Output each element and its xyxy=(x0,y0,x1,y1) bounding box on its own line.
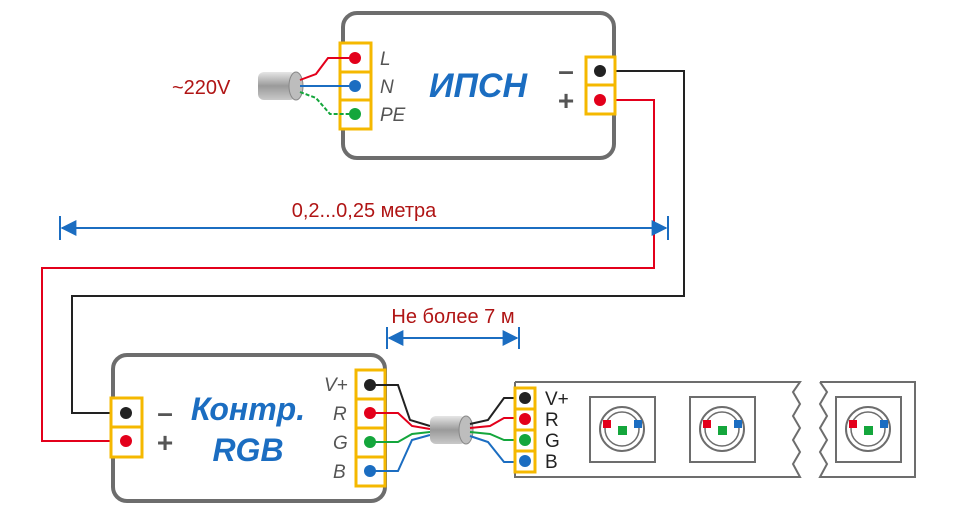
controller-minus-sign: – xyxy=(157,397,173,428)
psu-plus-sign: + xyxy=(558,85,574,116)
controller-output-label-r: R xyxy=(333,404,347,425)
led-chip-3 xyxy=(835,396,902,463)
controller-input-minus xyxy=(120,407,132,419)
psu-distance-label: 0,2...0,25 метра xyxy=(292,200,437,222)
controller-output-r xyxy=(364,407,376,419)
strip-input-label-vplus: V+ xyxy=(545,389,569,410)
wire-ctrl-vplus xyxy=(375,384,431,427)
controller-output-label-b: B xyxy=(333,462,346,483)
psu-input-label-PE: PE xyxy=(380,105,406,126)
wire-PE xyxy=(299,91,349,115)
strip-input-label-g: G xyxy=(545,431,560,452)
controller-output-g xyxy=(364,436,376,448)
strip-input-vplus xyxy=(519,392,531,404)
wire-ctrl-b xyxy=(375,434,431,472)
terminal-PE xyxy=(349,108,361,120)
led-chip-2 xyxy=(689,396,756,463)
strip-input-label-b: B xyxy=(545,452,558,473)
wire-ctrl-r xyxy=(375,412,431,430)
controller-output-label-g: G xyxy=(333,433,348,454)
psu-title: ИПСН xyxy=(429,67,528,105)
controller-output-label-vplus: V+ xyxy=(324,375,348,396)
strip-cable xyxy=(430,416,466,444)
psu-output-plus xyxy=(594,94,606,106)
strip-distance-label: Не более 7 м xyxy=(391,306,514,328)
strip-input-g xyxy=(519,434,531,446)
controller-input-plus xyxy=(120,435,132,447)
controller-plus-sign: + xyxy=(157,427,173,458)
mains-cable xyxy=(258,72,296,100)
terminal-L xyxy=(349,52,361,64)
wire-L xyxy=(299,57,349,81)
psu-output-minus xyxy=(594,65,606,77)
psu-input-label-L: L xyxy=(380,49,391,70)
psu-input-label-N: N xyxy=(380,77,394,98)
controller-title-line1: Контр. xyxy=(191,391,305,427)
mains-voltage-label: ~220V xyxy=(172,77,231,99)
strip-input-r xyxy=(519,413,531,425)
wire-psu-minus xyxy=(71,70,685,414)
controller-output-vplus xyxy=(364,379,376,391)
led-chip-1 xyxy=(589,396,656,463)
terminal-N xyxy=(349,80,361,92)
wire-psu-plus xyxy=(41,99,655,442)
controller-title-line2: RGB xyxy=(212,432,283,468)
strip-input-label-r: R xyxy=(545,410,559,431)
controller-output-b xyxy=(364,465,376,477)
strip-input-b xyxy=(519,455,531,467)
psu-minus-sign: – xyxy=(558,55,574,86)
wire-ctrl-g xyxy=(375,431,431,443)
